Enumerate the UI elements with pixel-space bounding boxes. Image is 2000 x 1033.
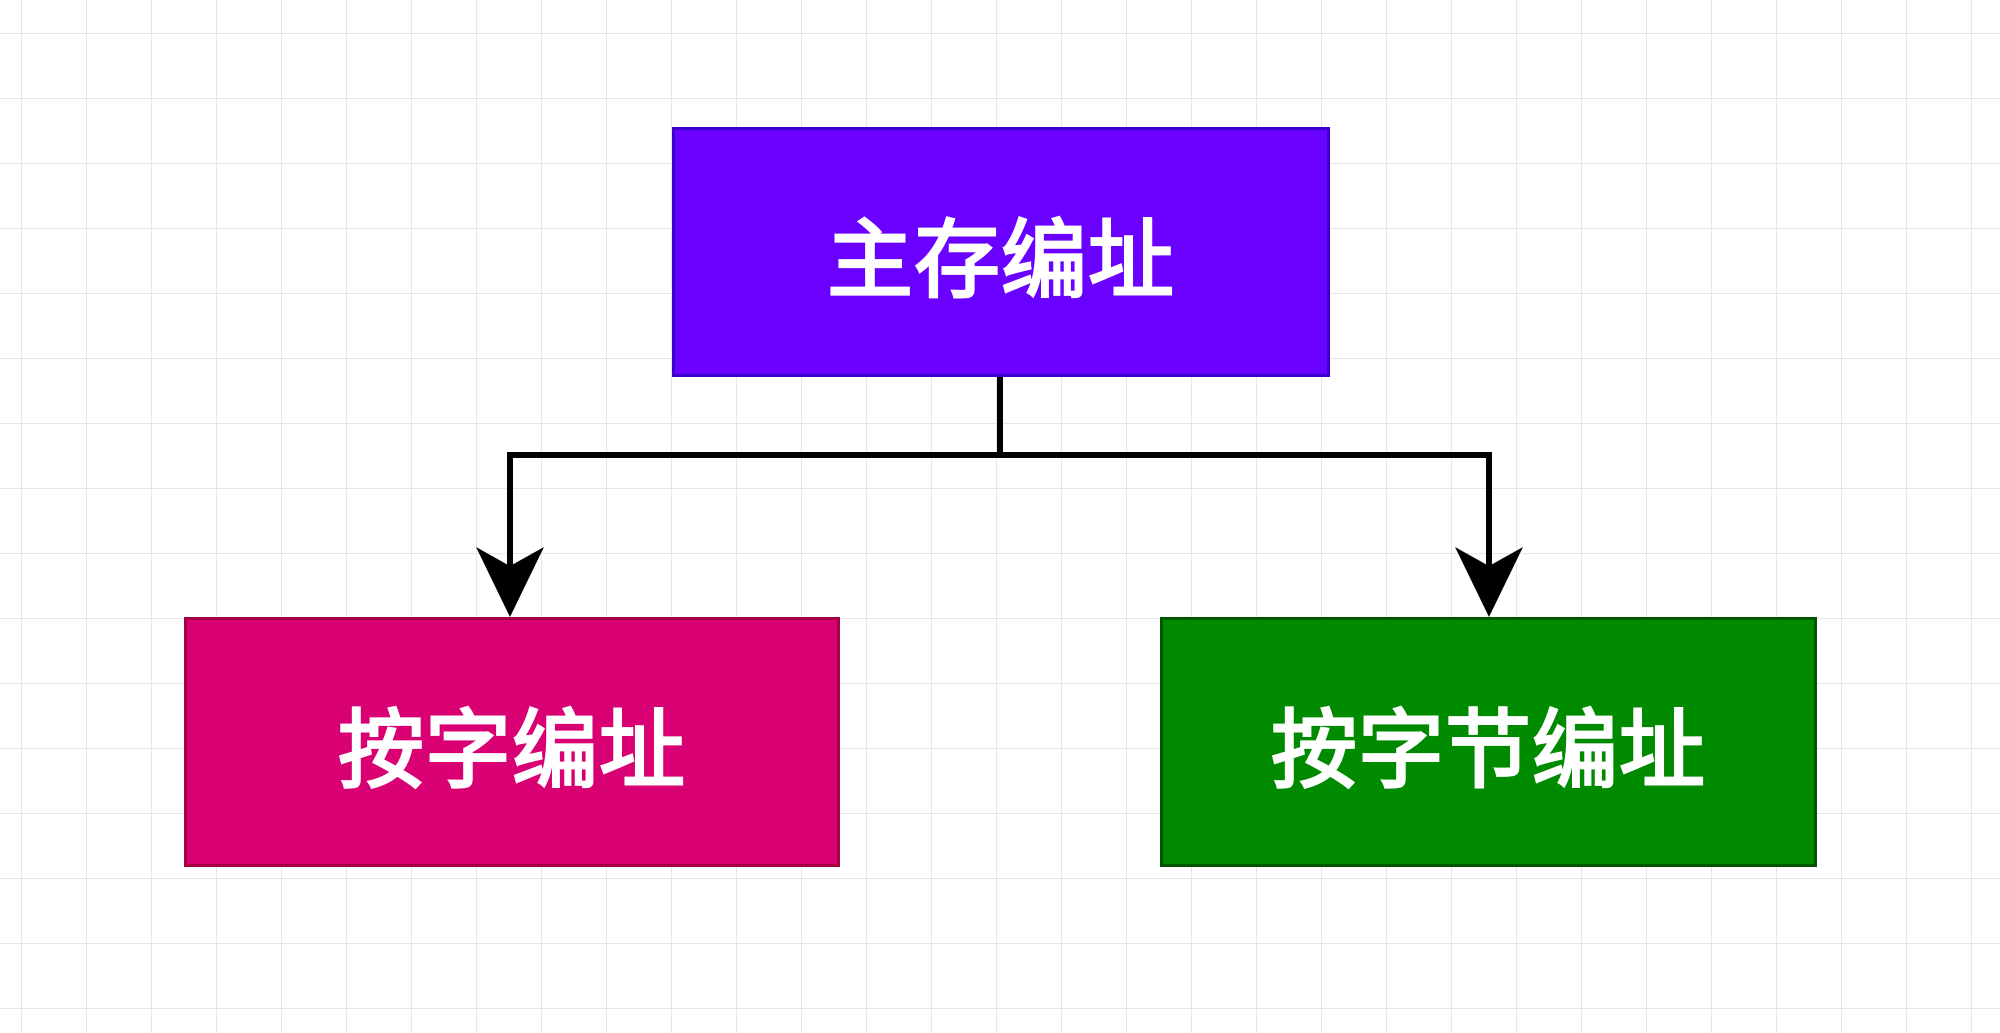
arrowhead-word: [476, 547, 544, 617]
arrowhead-byte: [1455, 547, 1523, 617]
edge-root-to-word[interactable]: [507, 377, 1003, 585]
node-word-addressing[interactable]: 按字编址: [184, 617, 840, 867]
edge-root-to-byte[interactable]: [1000, 452, 1492, 585]
node-label: 主存编址: [827, 210, 1175, 311]
node-byte-addressing[interactable]: 按字节编址: [1160, 617, 1817, 867]
node-label: 按字编址: [338, 700, 686, 801]
node-label: 按字节编址: [1271, 700, 1706, 801]
node-main-memory-addressing[interactable]: 主存编址: [672, 127, 1330, 377]
